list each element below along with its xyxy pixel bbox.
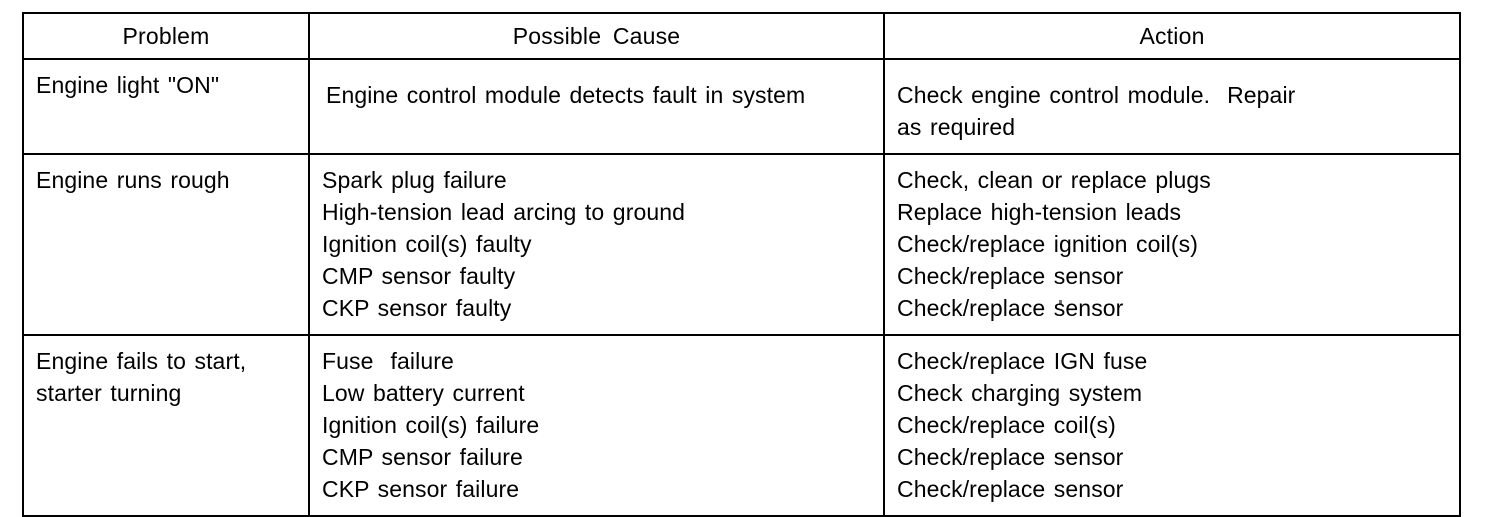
problem-lines: Engine runs rough	[24, 155, 308, 206]
column-header-possible-cause: Possible Cause	[308, 12, 885, 60]
cause-line: CKP sensor faulty	[322, 295, 512, 321]
cell-problem: Engine runs rough	[22, 153, 310, 336]
cell-possible-cause: Spark plug failure High-tension lead arc…	[308, 153, 885, 336]
cell-action: Check engine control module. Repair as r…	[883, 58, 1461, 155]
column-header-action: Action	[883, 12, 1461, 60]
action-line: Check charging system	[897, 380, 1143, 406]
scanned-page: Problem Possible Cause Action Engine lig…	[22, 12, 1461, 517]
problem-line: Engine light "ON"	[36, 72, 220, 98]
table-header-row: Problem Possible Cause Action	[22, 12, 1461, 60]
cell-action: Check, clean or replace plugs Replace hi…	[883, 153, 1461, 336]
cause-line: CMP sensor failure	[322, 444, 523, 470]
action-line: Check/replace sensor	[897, 263, 1124, 289]
action-line: Replace high-tension leads	[897, 199, 1182, 225]
column-header-action-label: Action	[1139, 22, 1205, 49]
problem-line: Engine fails to start,	[36, 348, 247, 374]
action-line: Check/replace coil(s)	[897, 412, 1116, 438]
fault-diagnosis-table: Problem Possible Cause Action Engine lig…	[22, 12, 1461, 517]
cause-line: High-tension lead arcing to ground	[322, 199, 686, 225]
problem-lines: Engine fails to start, starter turning	[24, 336, 308, 419]
action-lines: Check, clean or replace plugs Replace hi…	[885, 155, 1459, 334]
cell-possible-cause: Fuse failure Low battery current Ignitio…	[308, 334, 885, 517]
action-line: Check/replace IGN fuse	[897, 348, 1148, 374]
cause-lines: Spark plug failure High-tension lead arc…	[310, 155, 883, 334]
cause-line: CKP sensor failure	[322, 476, 520, 502]
column-header-problem-label: Problem	[122, 22, 210, 49]
cell-action: Check/replace IGN fuse Check charging sy…	[883, 334, 1461, 517]
problem-lines: Engine light "ON"	[24, 60, 308, 111]
cause-line: CMP sensor faulty	[322, 263, 516, 289]
cause-line: Ignition coil(s) faulty	[322, 231, 532, 257]
action-line: Check/replace ignition coil(s)	[897, 231, 1199, 257]
table-row: Engine runs rough Spark plug failure Hig…	[22, 153, 1461, 336]
action-line: Check, clean or replace plugs	[897, 167, 1211, 193]
cell-problem: Engine fails to start, starter turning	[22, 334, 310, 517]
cell-possible-cause: Engine control module detects fault in s…	[308, 58, 885, 155]
column-header-problem: Problem	[22, 12, 310, 60]
cause-lines: Fuse failure Low battery current Ignitio…	[310, 336, 883, 515]
table-row: Engine light "ON" Engine control module …	[22, 58, 1461, 155]
cell-problem: Engine light "ON"	[22, 58, 310, 155]
action-line: Check/replace sensor	[897, 295, 1124, 321]
table-row: Engine fails to start, starter turning F…	[22, 334, 1461, 517]
problem-line: Engine runs rough	[36, 167, 230, 193]
action-line: Check/replace sensor	[897, 444, 1124, 470]
action-line: as required	[897, 114, 1016, 140]
action-lines: Check/replace IGN fuse Check charging sy…	[885, 336, 1459, 515]
action-lines: Check engine control module. Repair as r…	[885, 60, 1459, 153]
action-line: Check engine control module. Repair	[897, 82, 1296, 108]
column-header-possible-cause-label: Possible Cause	[512, 22, 681, 49]
cause-line: Spark plug failure	[322, 167, 507, 193]
action-line: Check/replace sensor	[897, 476, 1124, 502]
cause-line: Engine control module detects fault in s…	[326, 82, 806, 108]
cause-line: Ignition coil(s) failure	[322, 412, 540, 438]
cause-lines: Engine control module detects fault in s…	[310, 60, 883, 121]
cause-line: Fuse failure	[322, 348, 454, 374]
cause-line: Low battery current	[322, 380, 525, 406]
problem-line: starter turning	[36, 380, 182, 406]
